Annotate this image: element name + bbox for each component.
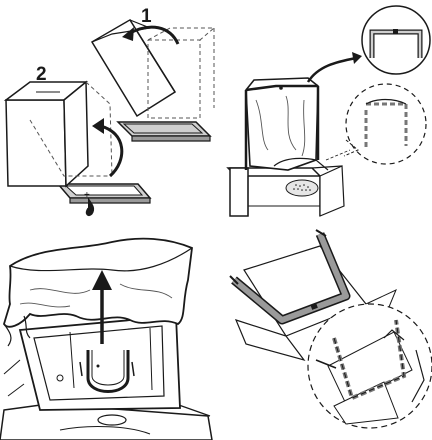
step-label-1: 1 [141,6,152,27]
tray-step-1 [118,122,210,141]
panel-remove-frame-steps: + 1 2 [0,0,216,220]
frame-in-liner-callout [308,304,432,428]
tilted-box-step-1 [92,20,214,118]
frame-open [4,316,180,410]
step-label-2: 2 [36,64,47,85]
liner-on-frame [246,78,328,170]
liner-over-frame-illustration [216,0,432,220]
arrow-to-frame-callout [308,58,356,82]
panel-frame-and-liner-detail [216,220,432,440]
box-step-2 [6,82,112,186]
frame-removal-illustration: + 1 2 [0,0,216,220]
lift-liner-illustration [0,220,216,440]
arrowhead-step-2 [92,118,104,134]
machine-body [228,166,344,216]
frame-detail-callout [362,6,430,74]
frame-liner-detail-illustration [216,220,432,440]
panel-fold-liner-over-frame [216,0,432,220]
panel-lift-liner-out [0,220,216,440]
arrowhead-frame-callout [352,52,362,64]
tray-step-2: + [58,184,150,216]
svg-text:+: + [84,190,90,201]
clip-detail-callout [344,84,426,164]
